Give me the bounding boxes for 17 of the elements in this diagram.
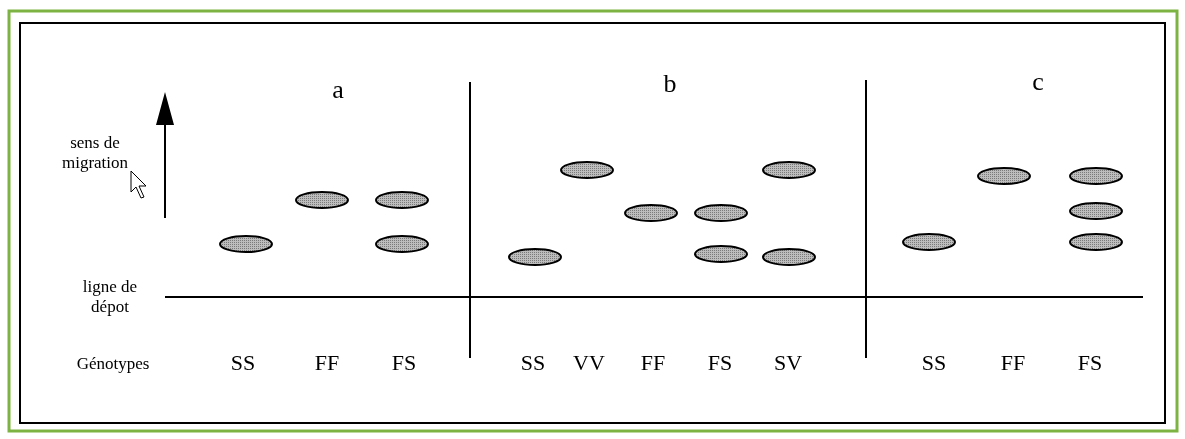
panel-letter: b: [663, 68, 677, 100]
genotype-label: FS: [391, 349, 417, 377]
genotype-label: FF: [314, 349, 340, 377]
genotype-label: FS: [1077, 349, 1103, 377]
axis-caption: ligne de dépot: [81, 276, 139, 318]
genotype-label: SS: [921, 349, 947, 377]
genotype-label: FF: [640, 349, 666, 377]
genotype-label: SV: [773, 349, 803, 377]
panel-letter: c: [1032, 66, 1044, 98]
genotype-label: FF: [1000, 349, 1026, 377]
genotype-label: VV: [573, 349, 605, 377]
row-heading: Génotypes: [76, 353, 150, 375]
panel-letter: a: [332, 74, 344, 106]
axis-caption: sens de migration: [60, 132, 130, 174]
genotype-label: SS: [520, 349, 546, 377]
genotype-label: SS: [230, 349, 256, 377]
genotype-label: FS: [707, 349, 733, 377]
